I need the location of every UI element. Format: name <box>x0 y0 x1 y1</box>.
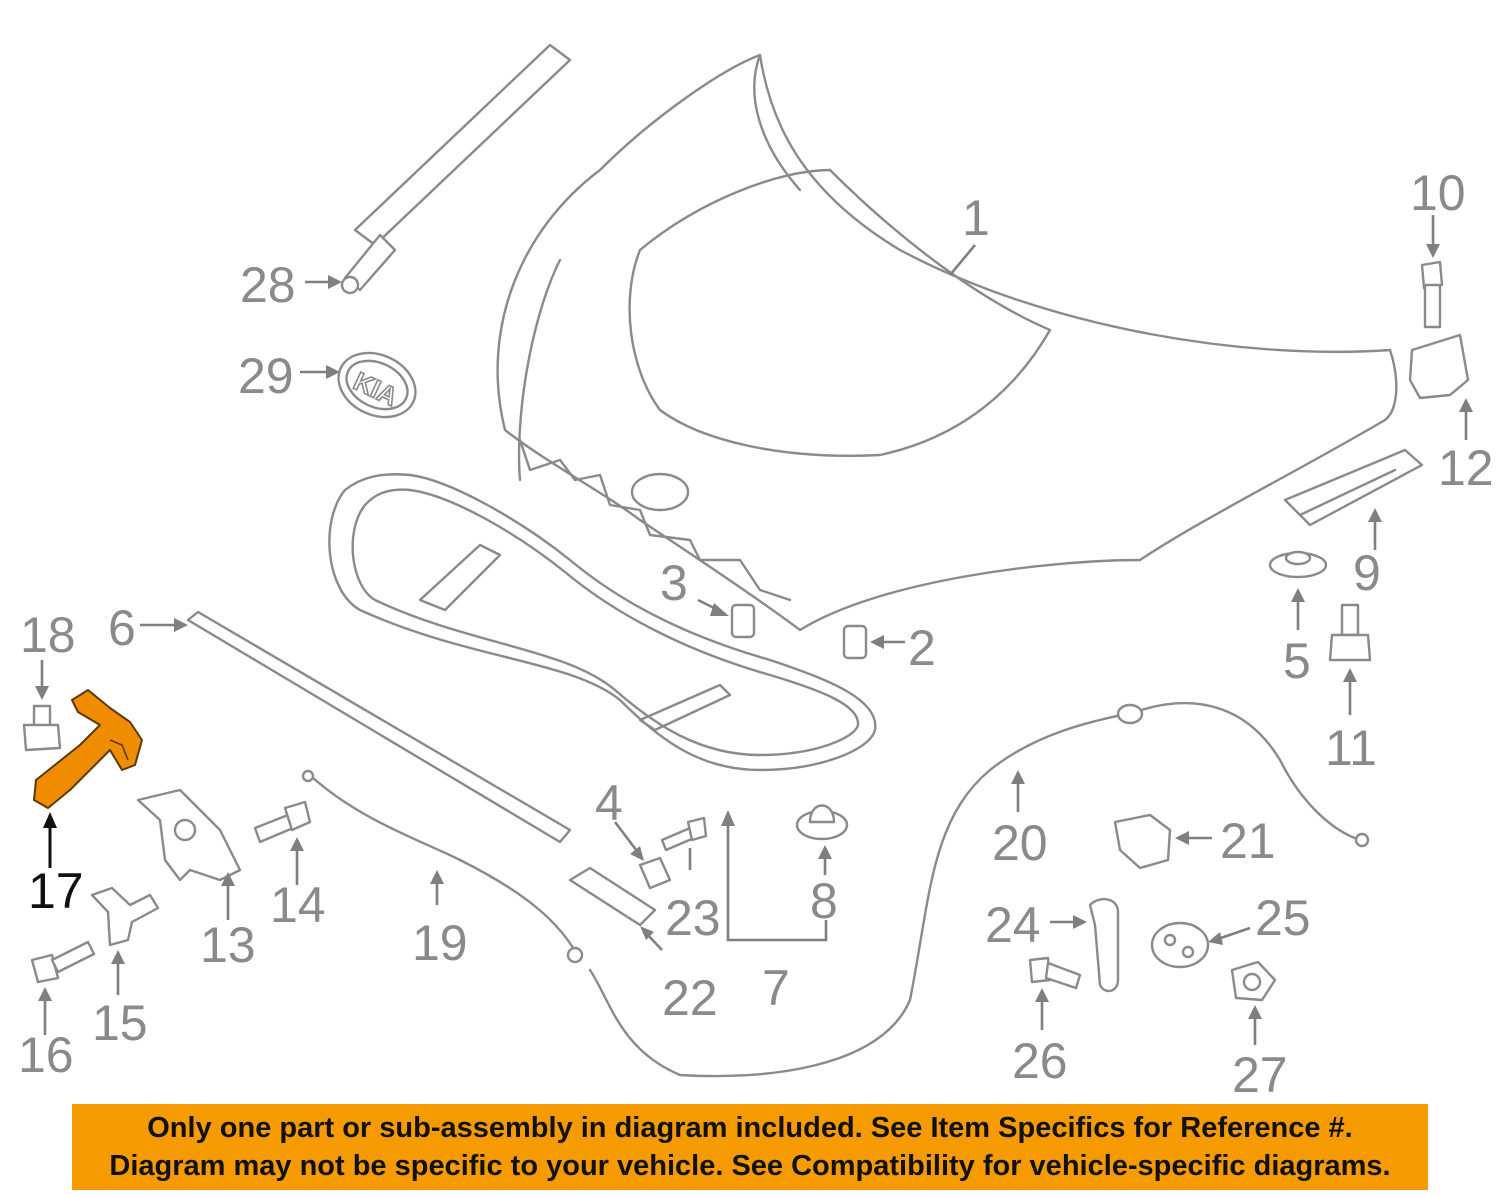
release-handle <box>1088 897 1120 993</box>
nut-27 <box>1230 960 1277 1002</box>
callout-29: 29 <box>238 348 294 404</box>
leader-1 <box>949 244 976 276</box>
leader-7 <box>726 818 828 942</box>
callout-19: 19 <box>412 915 468 971</box>
callout-5: 5 <box>1283 633 1311 689</box>
callout-21: 21 <box>1220 813 1276 869</box>
insulator-clip <box>795 804 849 841</box>
callout-16: 16 <box>18 1027 74 1083</box>
hood-bumper-2 <box>842 624 868 660</box>
callout-26: 26 <box>1012 1033 1068 1089</box>
callout-2: 2 <box>908 620 936 676</box>
bolt-26 <box>1028 956 1082 990</box>
cable-clip <box>1113 813 1172 870</box>
release-cable-19 <box>301 710 1137 1078</box>
callout-15: 15 <box>92 995 148 1051</box>
release-handle-bracket <box>568 866 657 927</box>
screw-23 <box>660 816 708 852</box>
hood-latch-support-highlighted <box>33 689 143 809</box>
bolt-18 <box>22 704 62 752</box>
callout-10: 10 <box>1410 165 1466 221</box>
disclaimer-line-2: Diagram may not be specific to your vehi… <box>109 1150 1391 1182</box>
bolt-16 <box>30 940 96 984</box>
hood-insulator <box>328 473 877 772</box>
hood-hinge <box>1408 333 1470 400</box>
callout-1: 1 <box>962 190 990 246</box>
grommet <box>1268 550 1328 579</box>
callout-4: 4 <box>595 775 623 831</box>
callout-6: 6 <box>108 600 136 656</box>
disclaimer-line-1: Only one part or sub-assembly in diagram… <box>147 1112 1353 1144</box>
hood-panel <box>496 53 1398 632</box>
hood-latch <box>136 788 242 882</box>
hood-weatherstrip <box>186 610 572 844</box>
callout-23: 23 <box>665 890 721 946</box>
callout-12: 12 <box>1438 440 1494 496</box>
kia-emblem: KIA <box>337 351 417 419</box>
callout-28: 28 <box>240 257 296 313</box>
callout-18: 18 <box>20 607 76 663</box>
callout-3: 3 <box>660 555 688 611</box>
hood-bumper-3 <box>730 603 756 639</box>
callout-13: 13 <box>200 917 256 973</box>
callout-24: 24 <box>985 897 1041 953</box>
hinge-bolt <box>1420 260 1444 329</box>
bolt-14 <box>253 800 312 844</box>
callout-25: 25 <box>1255 890 1311 946</box>
hood-bumper-bolt <box>1328 603 1372 662</box>
callout-8: 8 <box>810 873 838 929</box>
callout-11: 11 <box>1325 720 1377 776</box>
release-cable-20 <box>1116 701 1370 848</box>
disclaimer-banner: Only one part or sub-assembly in diagram… <box>72 1104 1428 1190</box>
release-knob <box>1150 921 1210 969</box>
callout-22: 22 <box>662 970 718 1026</box>
release-lever <box>638 856 672 890</box>
callout-14: 14 <box>270 877 326 933</box>
hood-lift-strut <box>340 43 572 295</box>
callout-7: 7 <box>762 960 790 1016</box>
latch-striker <box>90 886 160 947</box>
callout-27: 27 <box>1232 1047 1288 1103</box>
hinge-bracket <box>1283 448 1424 527</box>
callout-20: 20 <box>992 815 1048 871</box>
callout-17: 17 <box>28 863 84 919</box>
callout-9: 9 <box>1353 545 1381 601</box>
